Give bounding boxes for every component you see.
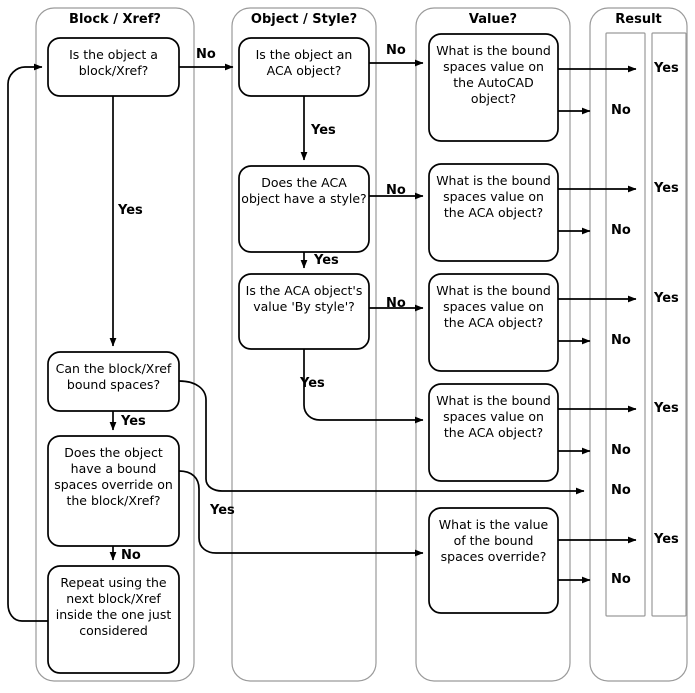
column-header-block-xref: Block / Xref? xyxy=(69,12,161,27)
edge-label-n1-no: No xyxy=(196,47,216,62)
node-box-n9 xyxy=(428,163,559,262)
node-box-n2 xyxy=(47,351,180,412)
node-box-n7 xyxy=(238,273,370,350)
result-n10-no: No xyxy=(611,333,631,348)
result-n12-no: No xyxy=(611,572,631,587)
node-box-n8 xyxy=(428,33,559,142)
edge-label-n3-yes: Yes xyxy=(210,503,235,518)
result-n8-yes: Yes xyxy=(654,61,679,76)
edge-n4-to-n1 xyxy=(7,63,48,622)
result-n8-no: No xyxy=(611,103,631,118)
node-box-n1 xyxy=(47,37,180,97)
edge-label-n6-no: No xyxy=(386,183,406,198)
result-n10-yes: Yes xyxy=(654,291,679,306)
node-box-n3 xyxy=(47,435,180,547)
edge-label-n6-yes: Yes xyxy=(314,253,339,268)
edge-label-n7-yes: Yes xyxy=(300,376,325,391)
result-n2-no: No xyxy=(611,483,631,498)
lane-object-style xyxy=(231,7,377,682)
node-box-n4 xyxy=(47,565,180,674)
edge-label-n5-yes: Yes xyxy=(311,123,336,138)
edge-label-n1-yes: Yes xyxy=(118,203,143,218)
column-header-result: Result xyxy=(615,12,662,27)
result-subcol-1 xyxy=(605,32,646,617)
node-box-n12 xyxy=(428,507,559,614)
column-header-object-style: Object / Style? xyxy=(250,12,358,27)
result-n11-no: No xyxy=(611,443,631,458)
lane-result xyxy=(589,7,688,682)
edge-label-n5-no: No xyxy=(386,43,406,58)
edge-n2-no-result xyxy=(178,380,585,495)
result-n11-yes: Yes xyxy=(654,401,679,416)
result-n9-yes: Yes xyxy=(654,181,679,196)
column-header-value: Value? xyxy=(468,12,518,27)
edge-label-n3-no: No xyxy=(121,548,141,563)
edge-n3-yes-n12 xyxy=(178,470,424,557)
node-box-n11 xyxy=(428,383,559,482)
edge-label-n7-no: No xyxy=(386,296,406,311)
result-n12-yes: Yes xyxy=(654,532,679,547)
edge-n7-yes-n11 xyxy=(303,349,424,424)
lane-value xyxy=(415,7,571,682)
edge-label-n2-yes: Yes xyxy=(121,414,146,429)
node-box-n5 xyxy=(238,37,370,97)
lane-block-xref xyxy=(35,7,195,682)
node-box-n10 xyxy=(428,273,559,372)
result-n9-no: No xyxy=(611,223,631,238)
result-subcol-2 xyxy=(651,32,687,617)
node-box-n6 xyxy=(238,165,370,253)
